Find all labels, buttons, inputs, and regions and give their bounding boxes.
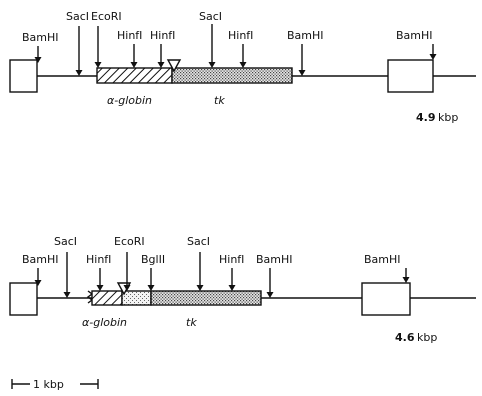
site-label-saci-1: SacI xyxy=(54,235,77,248)
construct-size-unit: kbp xyxy=(438,111,458,124)
vector-block-right xyxy=(361,282,411,316)
site-label-hinfi-1: HinfI xyxy=(117,29,142,42)
insertion-triangle-marker xyxy=(166,59,182,73)
site-label-bamhi-right: BamHI xyxy=(364,253,401,266)
vector-block-right xyxy=(387,59,434,93)
site-label-saci-1: SacI xyxy=(66,10,89,23)
alpha-globin-segment xyxy=(96,67,173,84)
site-label-ecori: EcoRI xyxy=(91,10,122,23)
restriction-site-arrows xyxy=(34,24,437,76)
site-label-hinfi-2: HinfI xyxy=(150,29,175,42)
site-label-ecori: EcoRI xyxy=(114,235,145,248)
gene-label-alpha-globin: α-globin xyxy=(107,94,152,107)
site-label-hinfi-1: HinfI xyxy=(86,253,111,266)
site-label-saci-2: SacI xyxy=(187,235,210,248)
gene-label-tk: tk xyxy=(214,94,225,107)
gene-label-alpha-globin: α-globin xyxy=(82,316,127,329)
gene-label-tk: tk xyxy=(186,316,197,329)
vector-block-left xyxy=(9,282,38,316)
linker-segment xyxy=(121,290,152,306)
site-label-bamhi-left: BamHI xyxy=(22,253,59,266)
site-label-bamhi-left: BamHI xyxy=(22,31,59,44)
restriction-site-arrows xyxy=(34,252,410,298)
tk-segment xyxy=(171,67,293,84)
site-label-bamhi-mid: BamHI xyxy=(256,253,293,266)
site-label-bamhi-mid: BamHI xyxy=(287,29,324,42)
junction-jagged-edge xyxy=(86,290,94,304)
site-label-bglii: BglII xyxy=(141,253,165,266)
construct-size-value: 4.9 xyxy=(416,111,436,124)
alpha-globin-segment xyxy=(91,290,123,306)
site-label-hinfi-3: HinfI xyxy=(228,29,253,42)
site-label-hinfi-2: HinfI xyxy=(219,253,244,266)
construct-top: BamHI SacI EcoRI HinfI HinfI SacI HinfI … xyxy=(9,10,476,124)
site-label-saci-2: SacI xyxy=(199,10,222,23)
scale-bar-label: 1 kbp xyxy=(33,378,64,391)
construct-bottom: SacI BamHI HinfI EcoRI BglII SacI HinfI … xyxy=(9,235,476,344)
vector-block-left xyxy=(9,59,38,93)
construct-size-value: 4.6 xyxy=(395,331,415,344)
tk-segment xyxy=(150,290,262,306)
scale-bar: 1 kbp xyxy=(11,378,99,391)
construct-size-unit: kbp xyxy=(417,331,437,344)
site-label-bamhi-right: BamHI xyxy=(396,29,433,42)
